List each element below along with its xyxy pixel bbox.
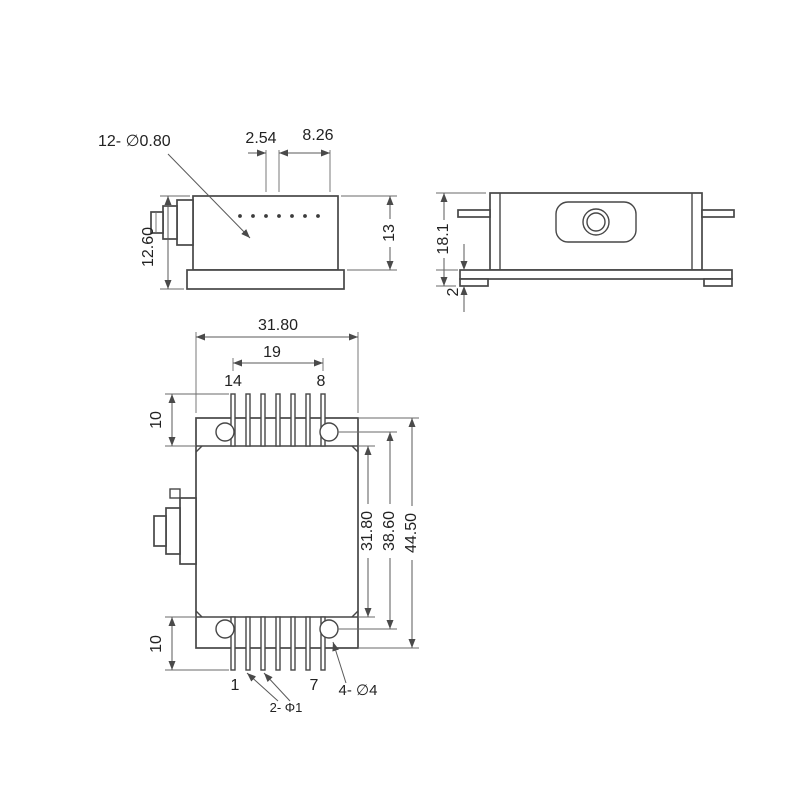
front-tab-right	[701, 209, 735, 218]
front-foot-right	[703, 278, 733, 287]
top-mounting-holes	[215, 422, 339, 639]
side-view-dimensions: 12- ∅0.80 2.54 8.26 12.60 13	[98, 127, 398, 290]
front-view-dimensions: 18.1 2	[435, 192, 486, 312]
top-dim-body-length-label: 31.80	[359, 511, 376, 551]
top-dim-total-length-label: 44.50	[403, 513, 420, 553]
top-view	[153, 393, 359, 671]
front-view	[457, 192, 735, 287]
side-dim-height-total-label: 12.60	[140, 227, 157, 267]
mount-holes-leader	[332, 641, 347, 684]
top-pin-7-label: 7	[310, 677, 319, 694]
top-body	[195, 417, 359, 649]
front-foot-left	[459, 278, 489, 287]
top-dim-pin-row-label: 19	[263, 344, 281, 361]
top-pins-lower	[230, 616, 326, 671]
side-dim-edge-label: 8.26	[302, 127, 333, 144]
top-dim-hole-span-label: 38.60	[381, 511, 398, 551]
top-connector	[153, 488, 197, 565]
top-body-chamfers	[195, 445, 359, 618]
front-base-plate	[459, 269, 733, 280]
side-base-flange	[186, 269, 345, 290]
side-dim-height-body-label: 13	[381, 224, 398, 242]
side-body	[192, 195, 339, 271]
front-dim-base-label: 2	[445, 287, 462, 296]
front-aperture-recess	[555, 201, 637, 243]
small-holes-callout-label: 2- Φ1	[270, 700, 303, 715]
top-pin-14-label: 14	[224, 373, 242, 390]
small-holes-leader-2	[263, 672, 291, 702]
front-body	[489, 192, 703, 271]
front-dim-height-label: 18.1	[435, 223, 452, 254]
top-view-dimensions: 31.80 19 14 8 10 10 31.80 38.60	[148, 317, 420, 715]
front-aperture-outer	[582, 208, 610, 236]
side-view	[150, 195, 345, 290]
top-dim-width-label: 31.80	[258, 317, 298, 334]
front-aperture-inner	[586, 212, 606, 232]
top-dim-pin-top-label: 10	[148, 411, 165, 429]
side-pin-dots	[238, 214, 320, 218]
top-dim-pin-bottom-label: 10	[148, 635, 165, 653]
mount-holes-callout-label: 4- ∅4	[339, 682, 378, 699]
front-tab-left	[457, 209, 491, 218]
side-pins-callout-label: 12- ∅0.80	[98, 133, 171, 150]
top-pin-1-label: 1	[231, 677, 240, 694]
top-pins-upper	[230, 393, 326, 447]
side-pins-leader	[167, 153, 251, 239]
side-connector	[150, 199, 194, 246]
small-holes-leader-1	[246, 672, 279, 702]
top-pin-8-label: 8	[317, 373, 326, 390]
side-dim-pitch-label: 2.54	[245, 130, 276, 147]
